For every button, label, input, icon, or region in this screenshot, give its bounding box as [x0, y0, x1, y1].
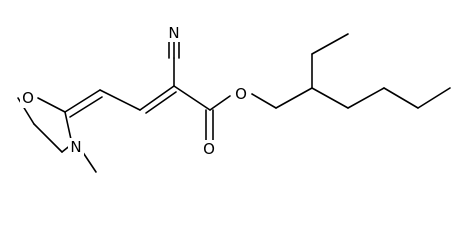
bond-ester-o-ch2 [251, 93, 277, 109]
alkene-double-bond [139, 85, 177, 114]
bond-ch2-ch [275, 87, 313, 109]
carbonyl-oxygen-label: O [203, 140, 215, 158]
exocyclic-double-bond [64, 89, 103, 118]
bond-ethyl-2 [311, 33, 349, 55]
nitrile-nitrogen-label: N [168, 24, 179, 42]
atom-ester-oxygen: O [233, 85, 249, 103]
bond-butyl-2 [347, 87, 385, 109]
bond-ring-c5-c4 [33, 123, 63, 153]
bond-butyl-1 [311, 87, 349, 109]
atom-ring-nitrogen: N [68, 138, 84, 156]
ring-nitrogen-label: N [70, 138, 81, 156]
atom-ring-oxygen: O [20, 89, 36, 108]
nitrile-triple-bond [168, 41, 180, 59]
carbonyl-double-bond [205, 109, 214, 141]
atom-nitrile-nitrogen: N [166, 24, 182, 42]
chemical-structure-diagram: O N N O O [17, 24, 451, 173]
bond-ring-c2-o [37, 97, 66, 113]
bond-ch-ch [99, 89, 141, 111]
bond-c-carbonyl [173, 85, 211, 111]
atom-carbonyl-oxygen: O [201, 140, 217, 158]
bond-butyl-4 [417, 87, 451, 109]
bond-carbonyl-ester-o [209, 95, 231, 111]
ester-oxygen-label: O [235, 85, 247, 103]
ring-oxygen-label: O [22, 89, 34, 107]
bond-butyl-3 [383, 87, 419, 109]
